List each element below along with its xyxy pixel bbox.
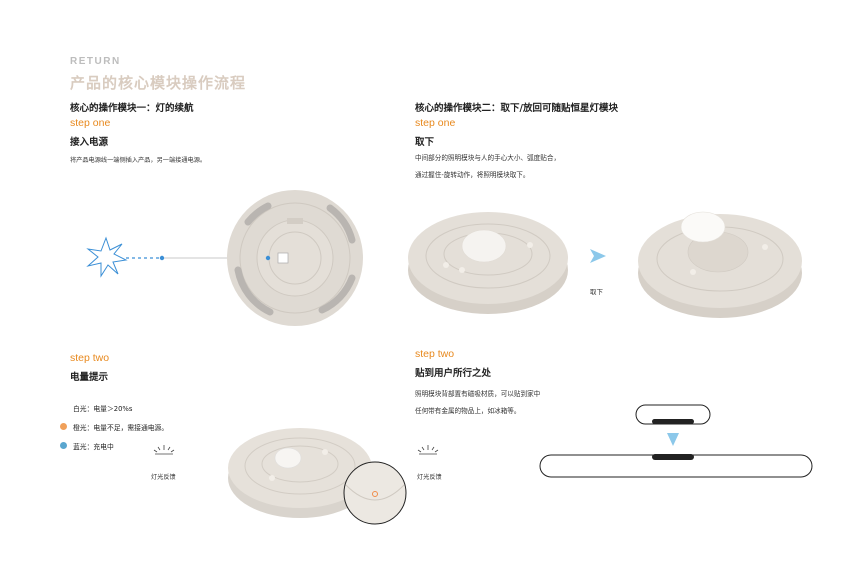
left-step-one-desc: 将产品电源线一端侧插入产品，另一端接通电源。 [70,157,207,164]
right-step-two-desc: 照明模块背部置有磁吸材质，可以贴到家中 任何带有金属的物品上，如冰箱等。 [415,390,541,415]
remove-arrow-label: 取下 [590,288,603,296]
left-step-one-title: 接入电源 [70,137,109,148]
status-list: 白光：电量＞20%s 橙光：电量不足，需接通电源。 蓝光：充电中 [60,398,168,455]
blue-dot-icon [60,442,67,449]
arrow-right-icon [590,249,606,263]
right-section-title: 核心的操作模块二：取下/放回可随贴恒星灯模块 [415,103,618,114]
right-step-one-label: step one [415,117,456,129]
arrow-down-icon [667,433,679,446]
left-step-two-title: 电量提示 [70,372,109,383]
status-blue: 蓝光：充电中 [60,436,168,455]
status-white: 白光：电量＞20%s [73,404,133,413]
page-title: 产品的核心模块操作流程 [70,74,247,92]
right-step-two-label: step two [415,348,455,360]
left-step-one-label: step one [70,117,111,129]
brand-logo: RETURN [70,56,121,67]
left-section-title: 核心的操作模块一：灯的续航 [70,103,194,114]
right-step-one-desc: 中间部分的照明模块与人的手心大小、弧度贴合， 通过握住-旋转动作，将照明模块取下… [415,154,561,179]
left-step-two-label: step two [70,352,110,364]
left-feedback-label: 灯光反馈 [151,474,176,481]
status-orange: 橙光：电量不足，需接通电源。 [60,417,168,436]
orange-dot-icon [60,423,67,430]
spark-icon [86,236,128,278]
right-step-two-title: 贴到用户所行之处 [415,368,492,379]
right-step-one-title: 取下 [415,137,435,148]
right-feedback-label: 灯光反馈 [417,474,442,481]
zoom-lens [343,461,407,525]
device-base-top [227,190,363,326]
